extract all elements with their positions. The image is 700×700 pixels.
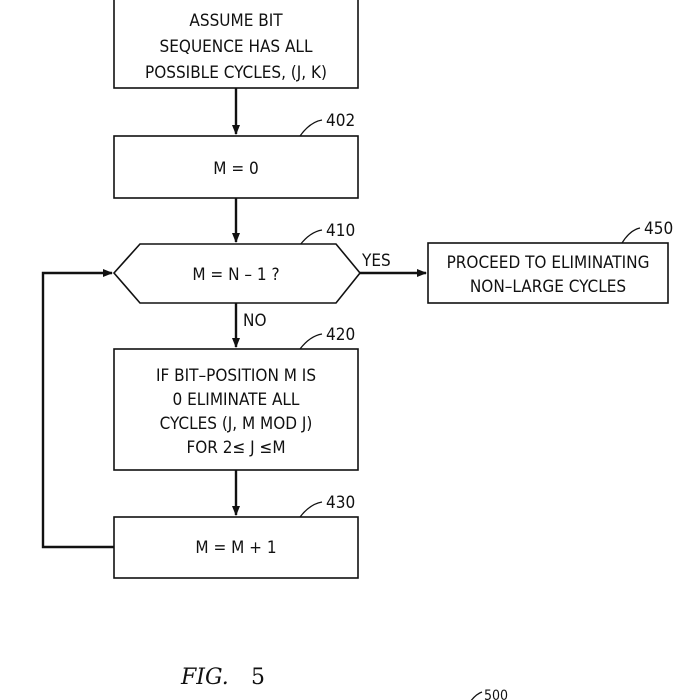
- decision-label: M = N – 1 ?: [192, 265, 279, 285]
- assume-line-1: ASSUME BIT: [189, 11, 283, 31]
- no-label: NO: [243, 311, 266, 331]
- caption-number: 5: [251, 665, 265, 690]
- proceed-line-1: PROCEED TO ELIMINATING: [447, 253, 650, 273]
- leader-500: [470, 691, 483, 700]
- leader-402: [299, 119, 323, 137]
- init-box: M = 0: [113, 135, 359, 199]
- proceed-line-2: NON–LARGE CYCLES: [470, 277, 626, 297]
- increment-label: M = M + 1: [195, 538, 276, 558]
- edge-loop-back: [41, 269, 114, 549]
- leader-430: [299, 501, 323, 518]
- caption-prefix: FIG.: [180, 665, 229, 690]
- eliminate-line-4: FOR 2≤ J ≤M: [186, 438, 285, 458]
- decision-hexagon: M = N – 1 ?: [112, 243, 362, 304]
- yes-label: YES: [361, 251, 391, 271]
- eliminate-box: IF BIT–POSITION M IS 0 ELIMINATE ALL CYC…: [113, 348, 359, 471]
- eliminate-line-3: CYCLES (J, M MOD J): [160, 414, 313, 434]
- leader-420: [299, 333, 323, 350]
- ref-420: 420: [326, 325, 355, 345]
- ref-402: 402: [326, 111, 355, 131]
- assume-line-2: SEQUENCE HAS ALL: [160, 37, 313, 57]
- assume-line-3: POSSIBLE CYCLES, (J, K): [145, 63, 327, 83]
- figure-caption: FIG. 5: [180, 665, 265, 690]
- ref-450: 450: [644, 219, 673, 239]
- ref-430: 430: [326, 493, 355, 513]
- eliminate-line-2: 0 ELIMINATE ALL: [173, 390, 300, 410]
- increment-box: M = M + 1: [113, 516, 359, 579]
- leader-450: [621, 227, 641, 244]
- leader-410: [299, 229, 323, 246]
- ref-410: 410: [326, 221, 355, 241]
- assume-box: ASSUME BIT SEQUENCE HAS ALL POSSIBLE CYC…: [113, 0, 359, 89]
- ref-500: 500: [484, 688, 508, 700]
- init-label: M = 0: [213, 159, 258, 179]
- eliminate-line-1: IF BIT–POSITION M IS: [156, 366, 316, 386]
- proceed-box: PROCEED TO ELIMINATING NON–LARGE CYCLES: [427, 242, 669, 304]
